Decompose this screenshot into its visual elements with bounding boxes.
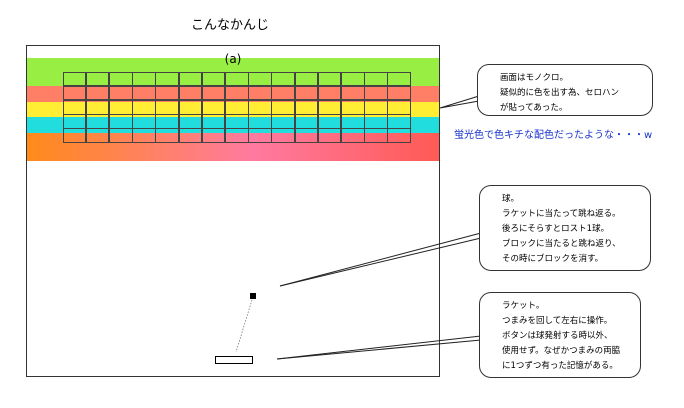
callout-screen: 画面はモノクロ。 疑似的に色を出す為、セロハン が貼ってあった。: [477, 64, 653, 116]
color-note: 蛍光色で色キチな配色だったような・・・w: [454, 130, 653, 141]
pointer-paddle-a: [276, 335, 482, 360]
callout-ball: 球。 ラケットに当たって跳ね返る。 後ろにそらすとロスト1球。 ブロックに当たる…: [479, 185, 651, 271]
ball: [250, 293, 256, 299]
callout-paddle-line-4: 使用せず。なぜかつまみの両脇: [502, 346, 621, 356]
callout-paddle-line-3: ボタンは球発射する時以外、: [502, 331, 613, 341]
block-grid: [62, 71, 411, 143]
callout-paddle: ラケット。 つまみを回して左右に操作。 ボタンは球発射する時以外、 使用せず。な…: [479, 292, 641, 378]
trajectory-line: [235, 299, 253, 353]
game-screen: (a): [26, 45, 440, 377]
block-cell: [387, 128, 411, 143]
band-gradient: [27, 133, 439, 161]
callout-screen-line-1: 画面はモノクロ。: [500, 73, 569, 83]
callout-paddle-line-2: つまみを回して左右に操作。: [502, 316, 613, 326]
paddle: [215, 356, 253, 364]
pointer-ball-a: [279, 232, 482, 287]
callout-ball-line-2: ラケットに当たって跳ね返る。: [502, 209, 621, 219]
callout-ball-line-1: 球。: [502, 194, 520, 204]
callout-paddle-line-1: ラケット。: [502, 301, 545, 311]
callout-screen-line-3: が貼ってあった。: [500, 103, 568, 113]
pointer-paddle-b: [276, 339, 482, 360]
callout-paddle-line-5: に1つずつ有った記憶がある。: [502, 361, 618, 371]
band-salmon: [27, 86, 439, 102]
pointer-ball-b: [279, 237, 482, 287]
callout-ball-line-4: ブロックに当たると跳ね返り、: [502, 239, 621, 249]
pointer-screen: [439, 95, 480, 109]
callout-ball-line-5: その時にブロックを消す。: [502, 254, 604, 264]
screen-label: (a): [224, 52, 242, 66]
callout-ball-line-3: 後ろにそらすとロスト1球。: [502, 224, 610, 234]
page-title: こんなかんじ: [190, 18, 269, 33]
callout-screen-line-2: 疑似的に色を出す為、セロハン: [500, 88, 620, 98]
band-yellow: [27, 102, 439, 117]
